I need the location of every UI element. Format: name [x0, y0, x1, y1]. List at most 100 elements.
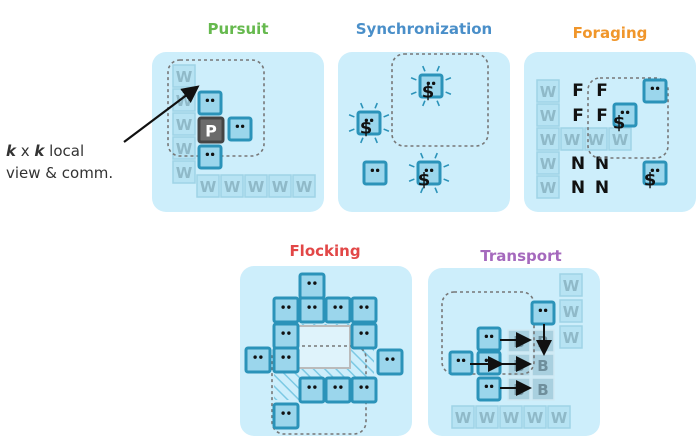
agent: [197, 144, 223, 170]
agent-body: [324, 296, 352, 324]
wall-cell: W: [536, 151, 560, 175]
flocking-title: Flocking: [289, 242, 360, 260]
signal-ray: [383, 128, 390, 132]
wall-cell: W: [584, 127, 608, 151]
agent-body: [197, 90, 223, 116]
wall-cell-bg: [536, 103, 560, 127]
wall-cell-bg: [536, 79, 560, 103]
agent-eye: [287, 305, 291, 309]
food-item: F: [596, 81, 608, 101]
wall-cell-label: W: [551, 409, 568, 427]
agent: [227, 116, 253, 142]
wall-cell: W: [172, 160, 196, 184]
wall-cell-bg: [451, 405, 475, 429]
signal-rays: [410, 65, 452, 107]
view-comm-text: view & comm.: [6, 164, 114, 182]
agent-eye: [625, 110, 630, 115]
nest-cell: N: [571, 178, 585, 198]
foraging-local-view: [587, 77, 669, 159]
agent: [642, 160, 668, 186]
dollar-symbol: $: [360, 118, 373, 139]
signal-ray: [410, 77, 417, 81]
wall-cell-bg: [547, 405, 571, 429]
box-cell: B: [531, 377, 555, 401]
agent-eye: [359, 331, 363, 335]
agent-eye: [391, 357, 395, 361]
agent-eye: [287, 411, 291, 415]
agent-eye: [240, 124, 245, 129]
wall-cell-label: W: [563, 303, 580, 321]
box-cell-label: B: [513, 333, 524, 351]
wall-cell-bg: [499, 405, 523, 429]
agent: [298, 272, 326, 300]
agent-eye: [205, 152, 210, 157]
transport-scene: WWWWWWWWBBBBBB: [441, 273, 583, 429]
wall-cell: W: [559, 299, 583, 323]
wall-cell-label: W: [540, 131, 557, 149]
synchronization-title: Synchronization: [356, 20, 493, 38]
wall-cell-bg: [475, 405, 499, 429]
synchronization-scene: $$$: [348, 53, 489, 194]
k-symbol-1: k: [6, 142, 16, 160]
agent-body: [418, 73, 444, 99]
wall-cell: W: [560, 127, 584, 151]
signal-ray: [374, 102, 378, 109]
wall-cell: W: [523, 405, 547, 429]
agent-body: [476, 326, 502, 352]
agent-eye: [339, 385, 343, 389]
wall-cell-bg: [536, 151, 560, 175]
signal-ray: [420, 187, 424, 194]
agent-body: [244, 346, 272, 374]
wall-cell-label: W: [248, 178, 265, 196]
box-cell-label: B: [537, 357, 548, 375]
agent-eye: [359, 385, 363, 389]
wall-cell: W: [536, 79, 560, 103]
signal-ray: [408, 178, 415, 182]
agent: [350, 376, 378, 404]
agent-body: [272, 346, 300, 374]
agent: [272, 296, 300, 324]
wall-cell-label: W: [200, 178, 217, 196]
wall-cell: W: [220, 174, 244, 198]
agent-body: [376, 348, 404, 376]
agent-eye: [543, 308, 548, 313]
agent: [350, 296, 378, 324]
wall-cell-label: W: [272, 178, 289, 196]
agent-body: [476, 376, 502, 402]
wall-cell: W: [244, 174, 268, 198]
wall-cell-bg: [220, 174, 244, 198]
agent-eye: [369, 118, 374, 123]
wall-cell-label: W: [176, 164, 193, 182]
agent-body: [298, 272, 326, 300]
wall-cell-label: W: [540, 83, 557, 101]
wall-cell: W: [196, 174, 220, 198]
agent-eye: [313, 281, 317, 285]
agent-eye: [281, 305, 285, 309]
agent-eye: [456, 358, 461, 363]
food-item: F: [572, 106, 584, 126]
agent-eye: [281, 355, 285, 359]
signal-ray: [445, 91, 452, 95]
box-cell-label: B: [513, 357, 524, 375]
agent-eye: [431, 81, 436, 86]
agent: [197, 90, 223, 116]
agent-body: [197, 144, 223, 170]
wall-cell-label: W: [540, 155, 557, 173]
agent-eye: [307, 385, 311, 389]
signal-ray: [360, 137, 364, 144]
wall-cell-label: W: [563, 329, 580, 347]
agent: [324, 376, 352, 404]
dollar-symbol: $: [418, 170, 431, 191]
signal-ray: [410, 91, 417, 95]
agent-body: [530, 300, 556, 326]
nest-cell: N: [595, 178, 609, 198]
wall-cell-bg: [244, 174, 268, 198]
signal-ray: [422, 65, 426, 72]
agent: [272, 322, 300, 350]
box-cell-bg: [531, 377, 555, 401]
agent-body: [362, 160, 388, 186]
wall-cell: W: [292, 174, 316, 198]
agent-eye: [307, 305, 311, 309]
agent: [272, 346, 300, 374]
agent: [362, 160, 388, 186]
